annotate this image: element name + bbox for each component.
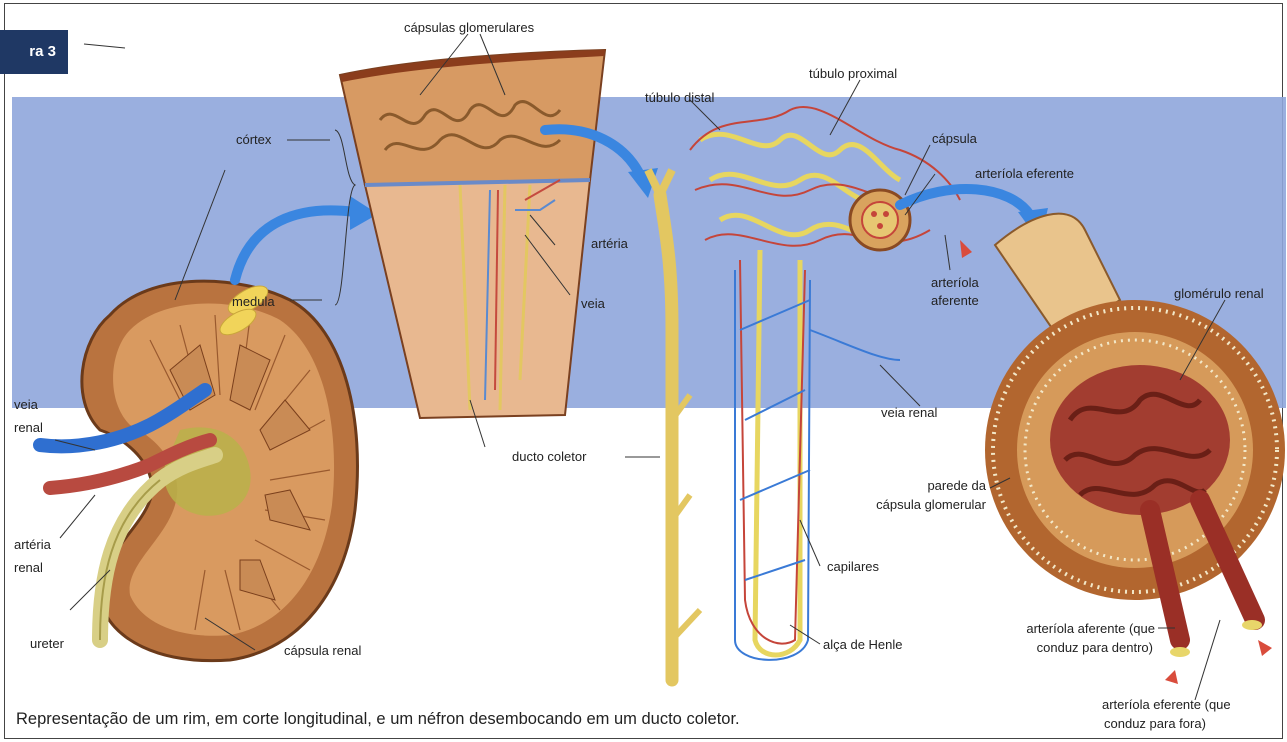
figure-number-tag: ra 3 [0,30,68,74]
label-ureter: ureter [30,636,64,652]
label-capsulas-glomerulares: cápsulas glomerulares [404,20,534,36]
label-parede-line1: parede da [866,478,986,494]
label-medula: medula [232,294,275,310]
label-arteria-renal-line1: artéria [14,537,51,553]
label-glomerulo-renal: glomérulo renal [1174,286,1264,302]
label-eferente-que-line2: conduz para fora) [1104,716,1206,732]
label-veia-renal-line2: renal [14,420,43,436]
label-arteria-renal-line2: renal [14,560,43,576]
label-veia: veia [581,296,605,312]
cortex-medulla-block [340,50,605,418]
glomerulus-capsule [985,214,1285,684]
label-capsula: cápsula [932,131,977,147]
label-ducto-coletor: ducto coletor [512,449,586,465]
label-alca-de-henle: alça de Henle [823,637,903,653]
figure-caption: Representação de um rim, em corte longit… [16,710,740,729]
label-arteria: artéria [591,236,628,252]
label-parede-line2: cápsula glomerular [842,497,986,513]
label-eferente-que-line1: arteríola eferente (que [1102,697,1231,713]
kidney-section [40,280,357,660]
label-capsula-renal: cápsula renal [284,643,361,659]
label-aferente-que-line2: conduz para dentro) [950,640,1153,656]
label-arteriola-aferente-line2: aferente [931,293,979,309]
label-veia-renal-line1: veia [14,397,38,413]
label-capilares: capilares [827,559,879,575]
label-cortex: córtex [236,132,271,148]
label-arteriola-eferente: arteríola eferente [975,166,1074,182]
label-arteriola-aferente-line1: arteríola [931,275,979,291]
label-tubulo-proximal: túbulo proximal [809,66,897,82]
label-veia-renal-nephron: veia renal [881,405,937,421]
label-tubulo-distal: túbulo distal [645,90,714,106]
arrow-kidney-to-section [235,210,355,280]
label-aferente-que-line1: arteríola aferente (que [950,621,1155,637]
